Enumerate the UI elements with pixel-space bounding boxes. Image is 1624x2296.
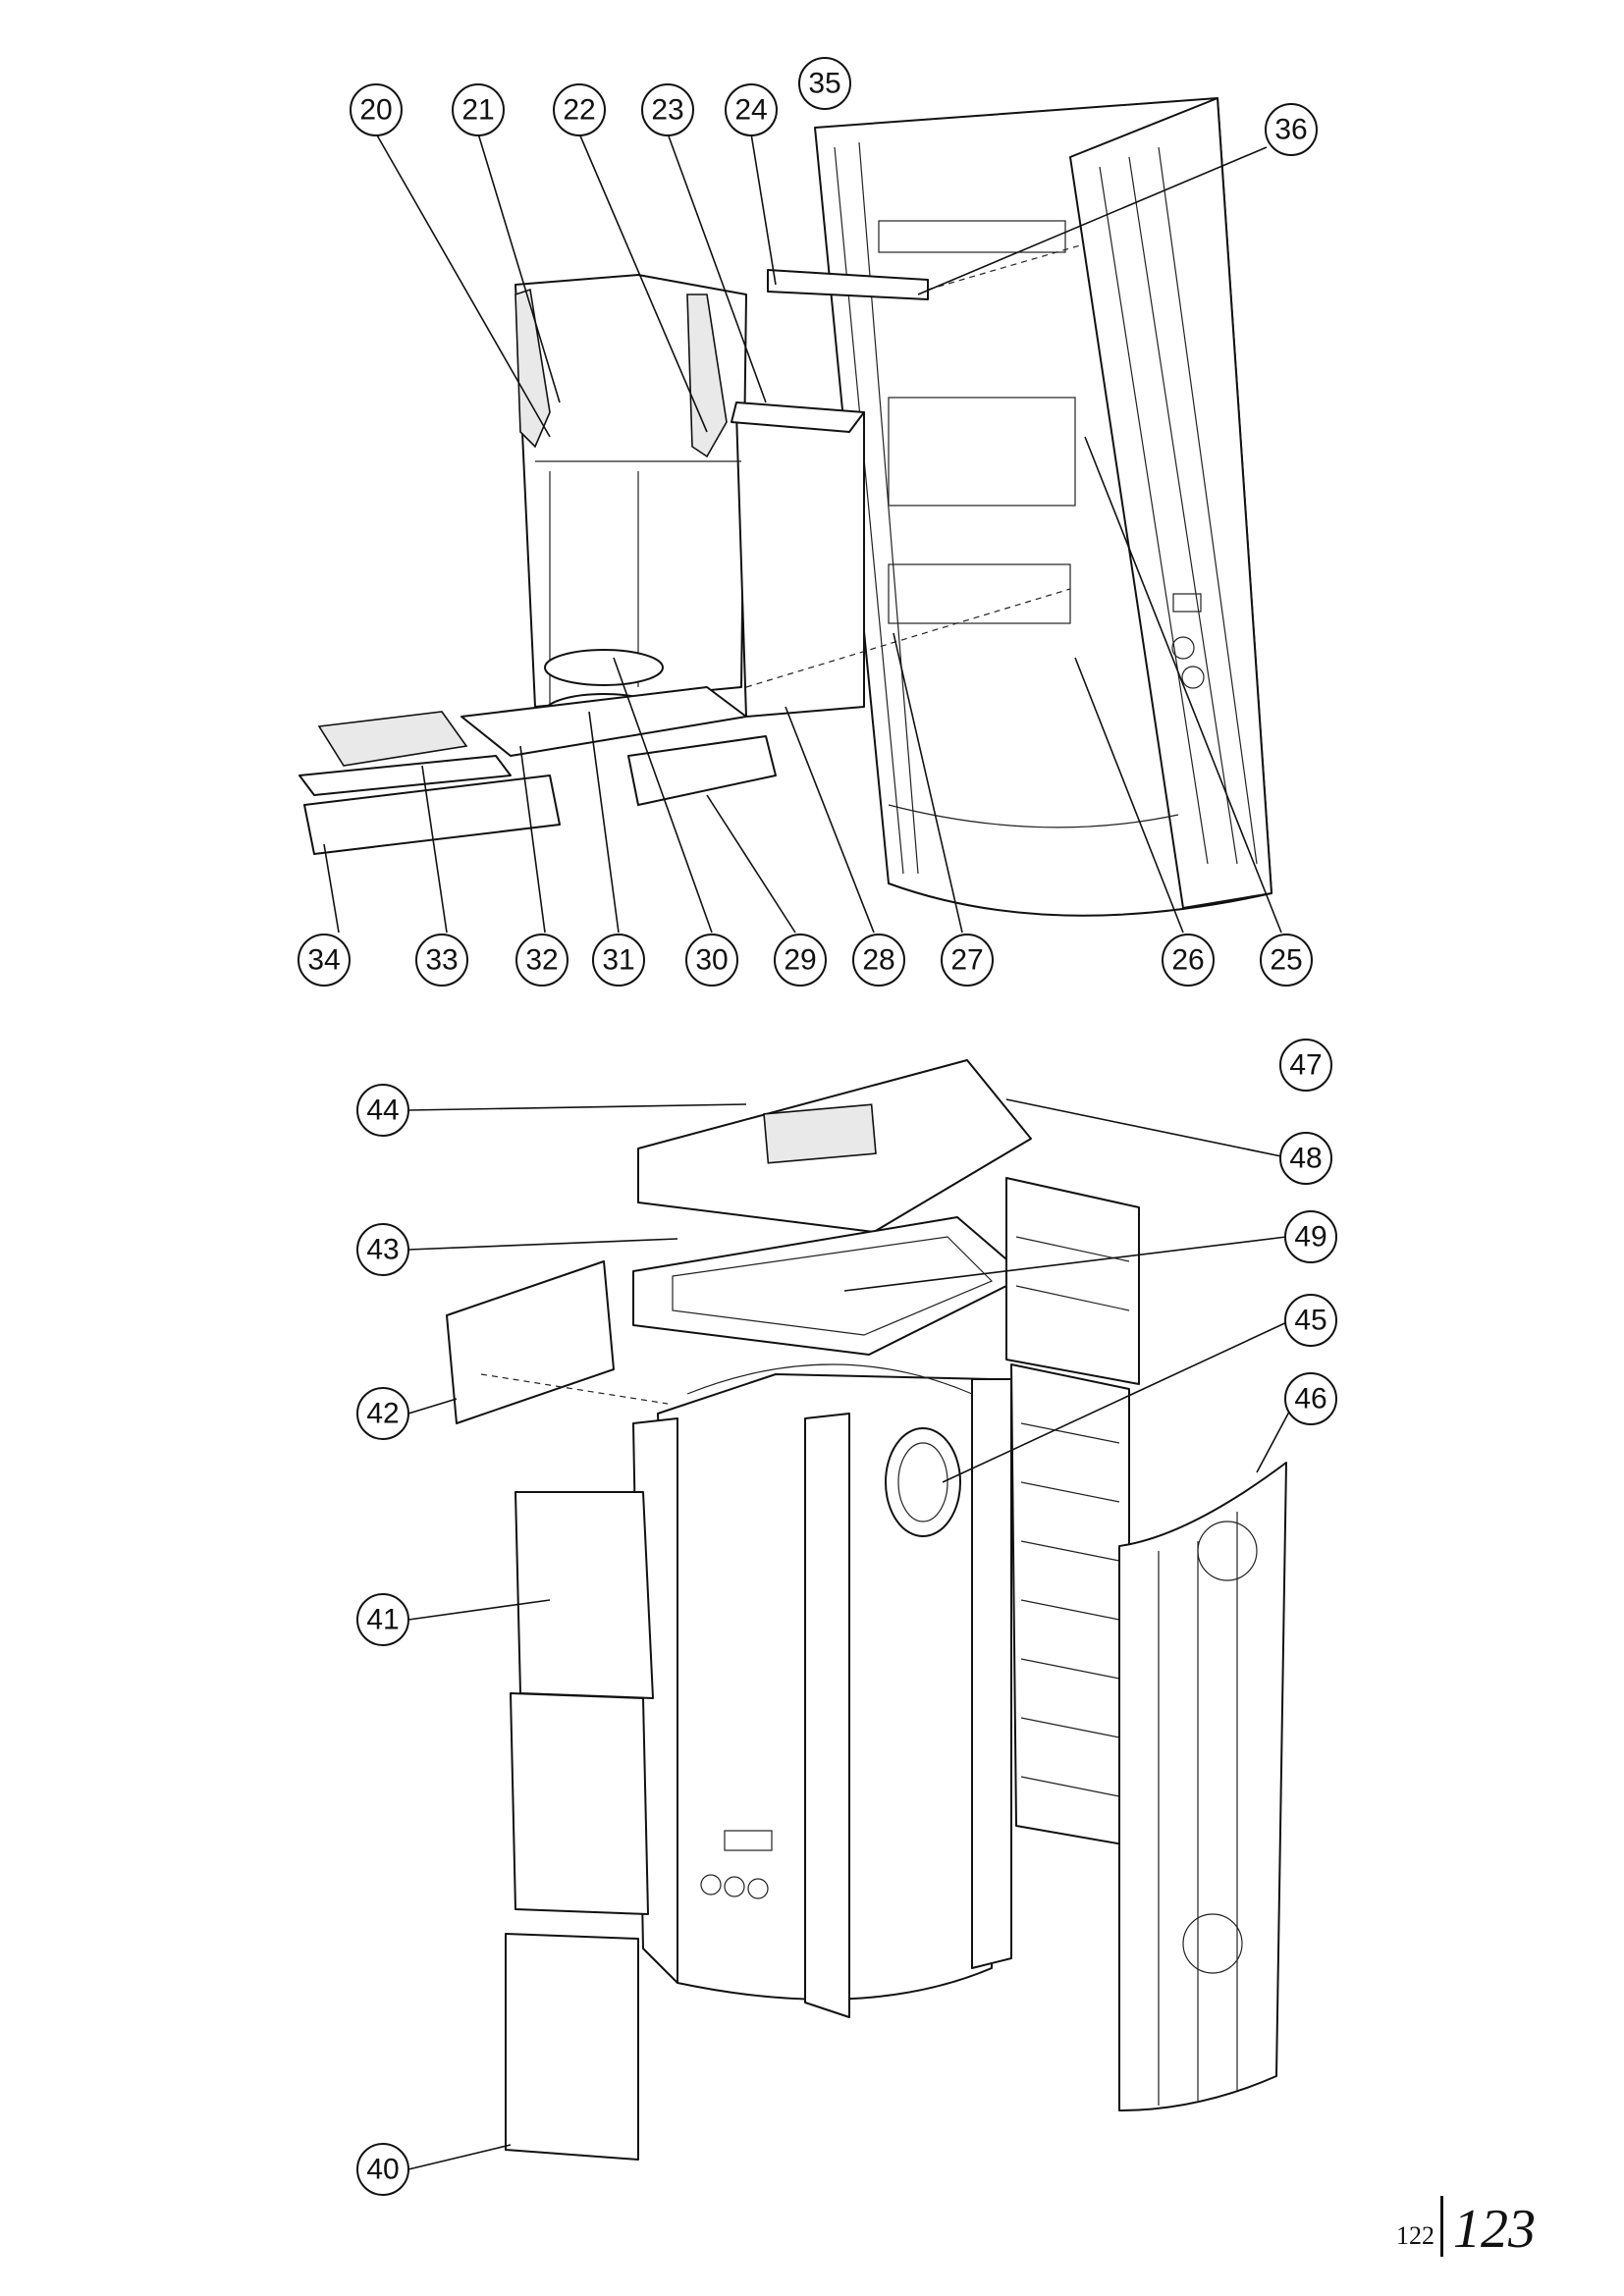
callout-48: 48: [1279, 1132, 1332, 1185]
svg-text:46: 46: [1294, 1383, 1326, 1415]
svg-text:40: 40: [366, 2154, 399, 2186]
svg-text:42: 42: [366, 1398, 399, 1430]
drawer-cover: [317, 711, 468, 767]
callout-23: 23: [641, 83, 694, 136]
callout-32: 32: [515, 934, 568, 987]
side-bracket: [446, 1260, 615, 1424]
ash-pan: [627, 735, 777, 806]
base-plate: [460, 686, 747, 757]
drawer-box: [303, 774, 561, 855]
page-numbers: 122 123: [1396, 2196, 1536, 2257]
page-number-right: 123: [1453, 2199, 1536, 2260]
callout-29: 29: [774, 934, 827, 987]
callout-49: 49: [1284, 1210, 1337, 1263]
callout-36: 36: [1265, 103, 1318, 156]
svg-text:28: 28: [862, 944, 894, 977]
callout-28: 28: [852, 934, 905, 987]
svg-text:44: 44: [366, 1095, 399, 1127]
side-panel-upper: [514, 1491, 654, 1699]
page-number-left: 122: [1396, 2221, 1435, 2250]
svg-text:31: 31: [602, 944, 634, 977]
callout-27: 27: [941, 934, 994, 987]
svg-text:23: 23: [651, 94, 683, 127]
callout-45: 45: [1284, 1294, 1337, 1347]
callout-47: 47: [1279, 1039, 1332, 1092]
top-frame: [632, 1216, 1027, 1356]
callout-21: 21: [452, 83, 505, 136]
svg-text:47: 47: [1289, 1049, 1322, 1082]
svg-text:20: 20: [359, 94, 392, 127]
callouts-top: 20 21 22 23 24 35 36 34 33 32 31 30 29 2…: [298, 57, 1318, 987]
svg-text:26: 26: [1171, 944, 1204, 977]
side-panel-middle: [510, 1692, 649, 1915]
svg-text:33: 33: [425, 944, 458, 977]
svg-text:35: 35: [808, 68, 840, 100]
callouts-bottom: 44 47 48 43 49 42 45 46 41 40: [356, 1039, 1337, 2196]
firebox-top: [731, 401, 865, 433]
flue-outlet: [885, 1427, 961, 1537]
drawer-frame: [298, 755, 512, 796]
firebox-bracket-left: [514, 288, 551, 449]
svg-text:29: 29: [784, 944, 816, 977]
svg-text:24: 24: [734, 94, 767, 127]
callout-35: 35: [798, 57, 851, 110]
rear-curved-panel: [1118, 1462, 1287, 2111]
casing-right-column: [804, 1413, 850, 2018]
top-plate-label: [763, 1103, 877, 1164]
grate-top: [544, 649, 664, 686]
callout-34: 34: [298, 934, 351, 987]
callout-30: 30: [685, 934, 738, 987]
callout-42: 42: [356, 1387, 409, 1440]
svg-text:48: 48: [1289, 1143, 1322, 1175]
callout-25: 25: [1260, 934, 1313, 987]
bottom-assembly: [446, 1059, 1287, 2161]
svg-text:32: 32: [525, 944, 558, 977]
svg-text:36: 36: [1274, 114, 1307, 146]
callout-33: 33: [415, 934, 468, 987]
svg-text:27: 27: [950, 944, 983, 977]
callout-46: 46: [1284, 1372, 1337, 1425]
svg-text:30: 30: [695, 944, 728, 977]
svg-text:41: 41: [366, 1604, 399, 1636]
top-assembly: [298, 97, 1272, 917]
svg-text:49: 49: [1294, 1221, 1326, 1254]
svg-text:25: 25: [1270, 944, 1302, 977]
casing-rear-column: [971, 1378, 1012, 1969]
side-panel-lower: [505, 1933, 639, 2161]
callout-31: 31: [592, 934, 645, 987]
grille-lower: [1010, 1363, 1130, 1846]
callout-40: 40: [356, 2143, 409, 2196]
page-number-divider: [1440, 2196, 1443, 2257]
crossbar: [767, 269, 929, 300]
callout-22: 22: [553, 83, 606, 136]
svg-text:43: 43: [366, 1234, 399, 1266]
firebox-bracket-right: [686, 294, 728, 458]
callout-24: 24: [725, 83, 778, 136]
svg-text:22: 22: [563, 94, 595, 127]
svg-text:45: 45: [1294, 1305, 1326, 1337]
grille-upper: [1005, 1177, 1140, 1385]
callout-26: 26: [1162, 934, 1215, 987]
callout-20: 20: [350, 83, 403, 136]
callout-44: 44: [356, 1084, 409, 1137]
callout-41: 41: [356, 1593, 409, 1646]
callout-43: 43: [356, 1223, 409, 1276]
svg-text:21: 21: [461, 94, 494, 127]
svg-text:34: 34: [307, 944, 340, 977]
